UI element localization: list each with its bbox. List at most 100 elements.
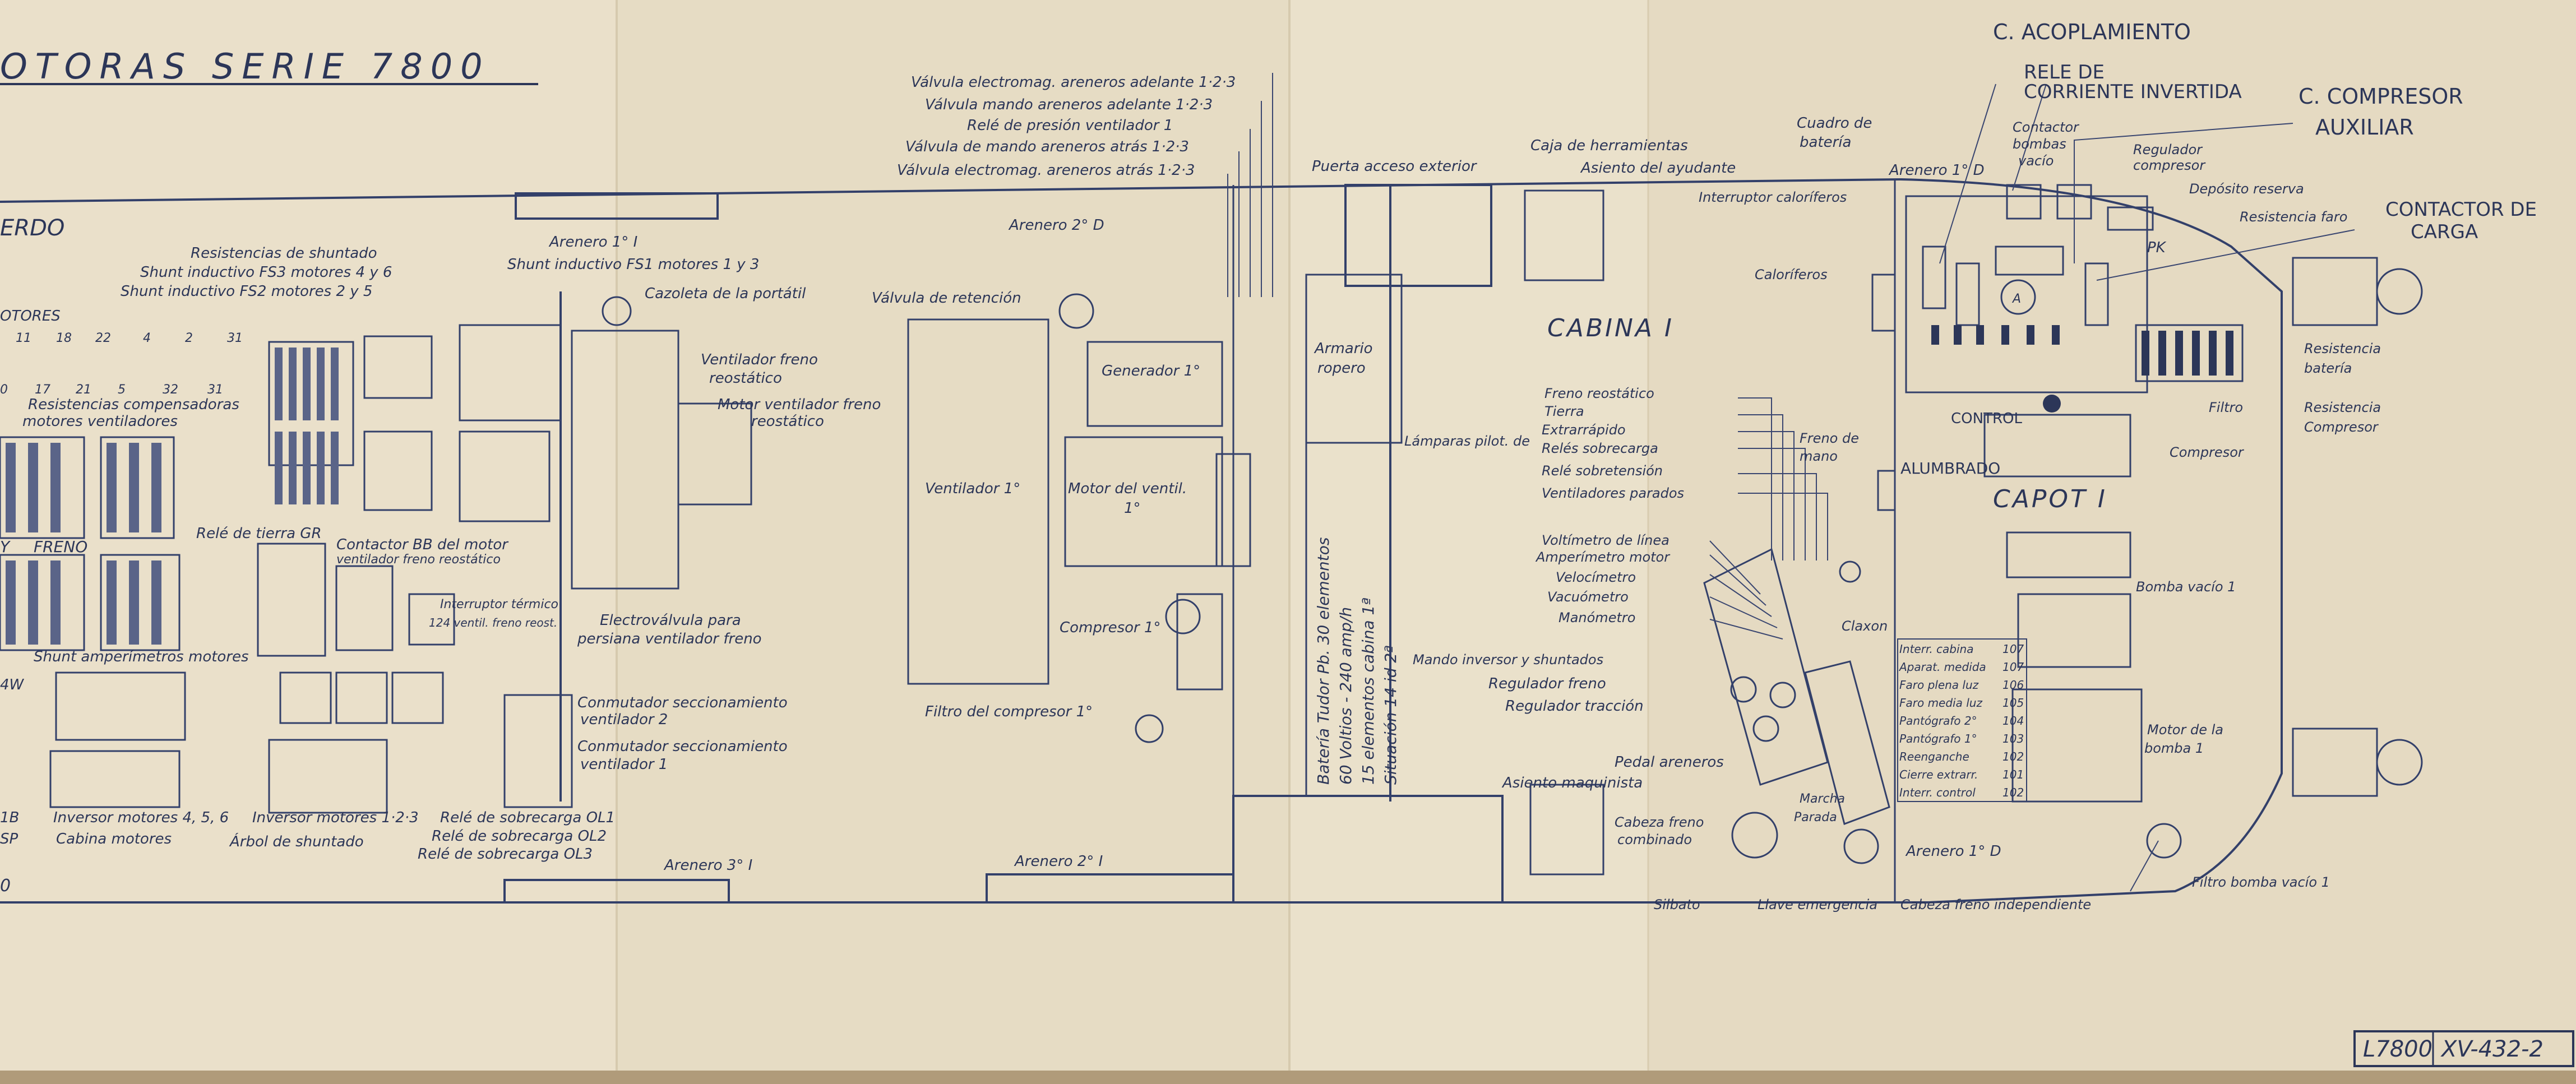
- label: Contactor BB del motor: [336, 536, 509, 553]
- fuse-name: Reenganche: [1899, 750, 1969, 763]
- label: Filtro: [2209, 400, 2243, 415]
- page-title: OTORAS SERIE 7800: [0, 46, 491, 87]
- label: Relé sobretensión: [1542, 463, 1663, 479]
- fuse-name: Cierre extrarr.: [1899, 768, 1978, 781]
- stamp-number: L7800: [2363, 1036, 2432, 1062]
- label: Shunt inductivo FS1 motores 1 y 3: [507, 256, 759, 273]
- label: reostático: [751, 413, 824, 430]
- label: Shunt inductivo FS3 motores 4 y 6: [140, 264, 392, 281]
- label: ventilador 2: [580, 711, 668, 728]
- label: Manómetro: [1558, 610, 1635, 626]
- label: Voltímetro de línea: [1542, 532, 1669, 548]
- fuse-table: Interr. cabina 107 Aparat. medida 107 Fa…: [1897, 638, 2027, 802]
- label: Amperímetro motor: [1535, 549, 1671, 565]
- label: Compresor: [2170, 444, 2245, 460]
- label: Puerta acceso exterior: [1312, 158, 1478, 175]
- label: Regulador: [2133, 142, 2203, 157]
- label: Contactor: [2013, 119, 2080, 135]
- label: Shunt amperímetros motores: [34, 648, 249, 665]
- cabin-title: CABINA I: [1547, 314, 1674, 342]
- fuse-num: 106: [2002, 678, 2024, 692]
- drawing-number-stamp: L7800 XV-432-2: [2353, 1030, 2574, 1067]
- label: Ventilador 1°: [925, 480, 1020, 497]
- label: Relés sobrecarga: [1542, 441, 1658, 456]
- label: Interruptor caloríferos: [1699, 189, 1847, 205]
- label: Válvula mando areneros adelante 1·2·3: [925, 96, 1213, 113]
- fuse-num: 107: [2002, 642, 2024, 656]
- label: Motor ventilador freno: [718, 396, 881, 413]
- label: Batería Tudor Pb. 30 elementos: [1314, 538, 1333, 785]
- middle-equipment: [602, 189, 1604, 797]
- paper-bottom-edge: [0, 1071, 2576, 1084]
- label: Filtro del compresor 1°: [925, 703, 1093, 720]
- label: Relé de tierra GR: [196, 525, 322, 542]
- label: OTORES: [0, 308, 61, 325]
- label: 17: [35, 383, 50, 397]
- label: 0: [0, 383, 8, 397]
- label: ropero: [1317, 360, 1366, 377]
- label: Relé de presión ventilador 1: [967, 117, 1173, 134]
- label: motores ventiladores: [22, 413, 178, 430]
- label: 1°: [1124, 500, 1141, 517]
- hw-compresor-aux-2: AUXILIAR: [2315, 115, 2414, 140]
- left-equipment: [0, 324, 752, 814]
- label: Ventilador freno: [701, 351, 818, 368]
- label: 21: [76, 383, 91, 397]
- label: Motor del ventil.: [1068, 480, 1187, 497]
- label: ventilador freno reostático: [336, 553, 501, 567]
- label: Resistencia faro: [2240, 209, 2347, 225]
- label: Asiento del ayudante: [1580, 160, 1736, 177]
- label: Extrarrápido: [1542, 422, 1626, 438]
- fuse-num: 104: [2002, 714, 2024, 728]
- label: Asiento maquinista: [1501, 775, 1643, 791]
- label: Válvula electromag. areneros atrás 1·2·3: [897, 162, 1195, 179]
- leader-lines: [1227, 73, 2355, 892]
- hw-control: CONTROL: [1951, 410, 2022, 427]
- label: Relé de sobrecarga OL3: [418, 846, 593, 863]
- paper-fold-panel: [0, 0, 617, 1084]
- label: Cabina motores: [56, 831, 172, 847]
- cabin-controls: [1529, 548, 1890, 875]
- label: 124 ventil. freno reost.: [429, 616, 557, 629]
- label: 2: [185, 331, 193, 345]
- label: Resistencia: [2304, 341, 2381, 356]
- fuse-num: 105: [2002, 696, 2024, 710]
- label: Freno reostático: [1544, 386, 1654, 401]
- label: batería: [2304, 360, 2352, 376]
- label: Claxon: [1842, 618, 1888, 634]
- fuse-num: 102: [2002, 750, 2024, 763]
- label: Resistencias compensadoras: [28, 396, 239, 413]
- label: Situación 14 id 2ª: [1381, 646, 1400, 785]
- hw-rele-corriente-1: RELE DE: [2024, 61, 2105, 84]
- hw-rele-corriente-2: CORRIENTE INVERTIDA: [2024, 81, 2242, 103]
- fuse-name: Aparat. medida: [1898, 660, 1986, 674]
- label: Caja de herramientas: [1530, 137, 1688, 154]
- label: Resistencias de shuntado: [191, 245, 377, 262]
- stamp-ref: XV-432-2: [2440, 1036, 2543, 1062]
- label: Arenero 2° D: [1008, 217, 1104, 234]
- label: compresor: [2133, 157, 2206, 173]
- fuse-name: Faro plena luz: [1899, 678, 1979, 692]
- fuse-row: [1931, 325, 2233, 413]
- label: 5: [118, 383, 126, 397]
- fuse-name: Pantógrafo 2°: [1899, 714, 1977, 728]
- label: 4W: [0, 677, 25, 693]
- label: Arenero 2° I: [1014, 853, 1103, 870]
- label: Cabeza freno independiente: [1900, 897, 2091, 912]
- fuse-num: 101: [2002, 768, 2024, 781]
- label: A: [2011, 292, 2021, 306]
- label: 15 elementos cabina 1ª: [1359, 597, 1377, 785]
- fuse-table-frame: [1897, 638, 2027, 802]
- label: Silbato: [1654, 897, 1700, 912]
- label: FRENO: [34, 538, 87, 556]
- label: Armario: [1314, 340, 1373, 357]
- label: Inversor motores 1·2·3: [252, 809, 419, 826]
- label: 32: [163, 383, 178, 397]
- label: 1B: [0, 809, 19, 826]
- label: Arenero 1° I: [548, 234, 637, 251]
- label: Lámparas pilot. de: [1404, 433, 1530, 449]
- label: Bomba vacío 1: [2136, 579, 2236, 595]
- label: bombas: [2013, 136, 2066, 152]
- label: Inversor motores 4, 5, 6: [53, 809, 229, 826]
